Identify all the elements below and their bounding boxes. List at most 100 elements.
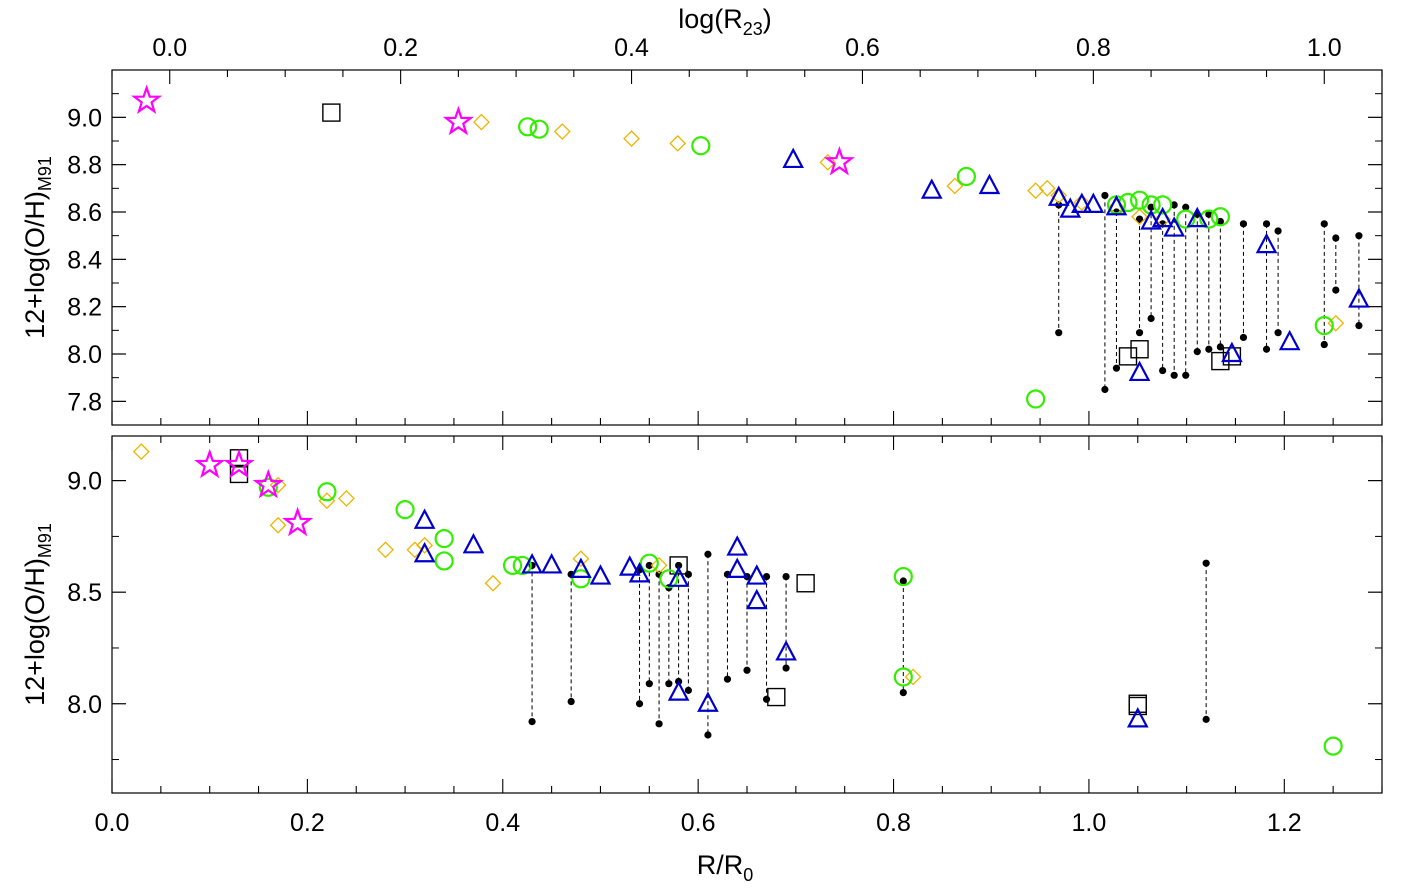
dot-marker	[665, 680, 673, 688]
dot-marker	[645, 561, 653, 570]
triangle-marker	[462, 532, 485, 554]
x-tick-label: 0.0	[95, 809, 130, 837]
circle-marker	[258, 477, 278, 497]
circle-marker	[691, 136, 711, 156]
diamond-marker	[338, 490, 355, 507]
y-tick-label: 9.0	[67, 468, 102, 496]
diamond-marker	[1050, 187, 1068, 204]
triangle-marker	[1128, 360, 1151, 382]
triangle-marker	[1186, 206, 1209, 228]
y-axis-title-main: 12+log(O/H)	[20, 558, 50, 706]
y-tick-label: 7.8	[67, 388, 102, 416]
dot-marker	[1216, 217, 1224, 226]
dot-marker	[1205, 210, 1213, 218]
dot-marker	[1274, 329, 1282, 337]
dot-marker	[1135, 215, 1144, 223]
dot-marker	[1112, 364, 1121, 372]
triangle-marker	[1059, 197, 1082, 218]
dot-marker	[1262, 220, 1271, 228]
y-tick-label: 8.8	[67, 152, 102, 180]
triangle-marker	[1126, 707, 1149, 728]
triangle-marker	[589, 564, 612, 585]
dot-marker	[1320, 340, 1328, 349]
triangle-marker	[697, 691, 719, 712]
dot-marker	[704, 731, 712, 739]
diamond-marker	[650, 556, 668, 574]
dot-marker	[723, 675, 732, 683]
circle-marker	[317, 482, 337, 502]
triangle-marker	[775, 640, 797, 661]
x-tick-label: 1.0	[1307, 34, 1342, 62]
circle-marker	[1314, 316, 1334, 336]
triangle-marker	[413, 541, 436, 563]
dot-marker	[675, 561, 683, 570]
circle-marker	[395, 500, 415, 520]
diamond-marker	[904, 668, 922, 686]
x-tick-label: 0.0	[152, 34, 187, 62]
y-axis-title-subscript: M91	[35, 523, 55, 558]
triangle-marker	[1255, 232, 1278, 254]
circle-marker	[512, 555, 532, 576]
square-marker	[229, 464, 249, 484]
y-tick-label: 8.2	[67, 294, 102, 322]
dot-marker	[1274, 227, 1282, 235]
diamond-marker	[1038, 179, 1056, 197]
dot-marker	[1101, 191, 1109, 200]
circle-marker	[1129, 190, 1150, 210]
triangle-marker	[1082, 192, 1105, 213]
y-tick-label: 8.4	[67, 246, 102, 274]
x-tick-label: 0.4	[614, 34, 649, 62]
y-axis-title: 12+log(O/H)M91	[20, 523, 55, 706]
dot-marker	[743, 666, 751, 674]
dot-marker	[655, 720, 663, 728]
star-marker	[131, 84, 163, 115]
x-axis-title: log(R23)	[678, 4, 772, 39]
x-axis-title-subscript: 23	[743, 19, 763, 39]
diamond-marker	[669, 134, 687, 152]
triangle-marker	[745, 564, 768, 585]
triangle-marker	[745, 588, 768, 610]
dot-marker	[528, 718, 536, 726]
x-axis-title-main: log(R	[678, 4, 743, 34]
triangle-marker	[413, 508, 436, 529]
diamond-marker	[132, 443, 150, 461]
circle-marker	[571, 569, 591, 589]
x-tick-label: 0.6	[845, 34, 880, 62]
star-marker	[823, 145, 855, 176]
dot-marker	[1135, 329, 1144, 337]
square-marker	[1130, 340, 1149, 359]
dot-marker	[782, 572, 790, 581]
circle-marker	[893, 566, 913, 587]
dot-marker	[1147, 203, 1155, 211]
dot-marker	[1320, 220, 1328, 228]
triangle-marker	[726, 557, 749, 578]
circle-marker	[893, 667, 913, 687]
star-marker	[282, 506, 314, 537]
x-tick-label: 0.2	[290, 809, 325, 837]
triangle-marker	[618, 555, 641, 576]
dot-marker	[1182, 371, 1190, 379]
x-tick-label: 0.8	[1076, 34, 1111, 62]
dot-marker	[1239, 220, 1248, 228]
circle-marker	[659, 569, 679, 589]
diamond-marker	[572, 550, 590, 568]
triangle-marker	[1278, 329, 1301, 351]
dot-marker	[762, 695, 771, 703]
dot-marker	[1332, 286, 1340, 294]
dot-marker	[1202, 559, 1210, 567]
y-tick-label: 8.5	[67, 579, 102, 607]
circle-marker	[639, 553, 659, 573]
triangle-marker	[1221, 341, 1243, 363]
dot-marker	[1202, 715, 1210, 723]
y-tick-label: 8.0	[67, 341, 102, 369]
dot-marker	[635, 700, 644, 708]
x-tick-label: 0.4	[485, 809, 520, 837]
square-marker	[669, 556, 688, 575]
x-axis-title-main: R/R	[697, 850, 744, 880]
square-marker	[322, 103, 341, 122]
star-marker	[223, 448, 255, 479]
diamond-marker	[416, 536, 434, 554]
diamond-marker	[553, 123, 571, 140]
